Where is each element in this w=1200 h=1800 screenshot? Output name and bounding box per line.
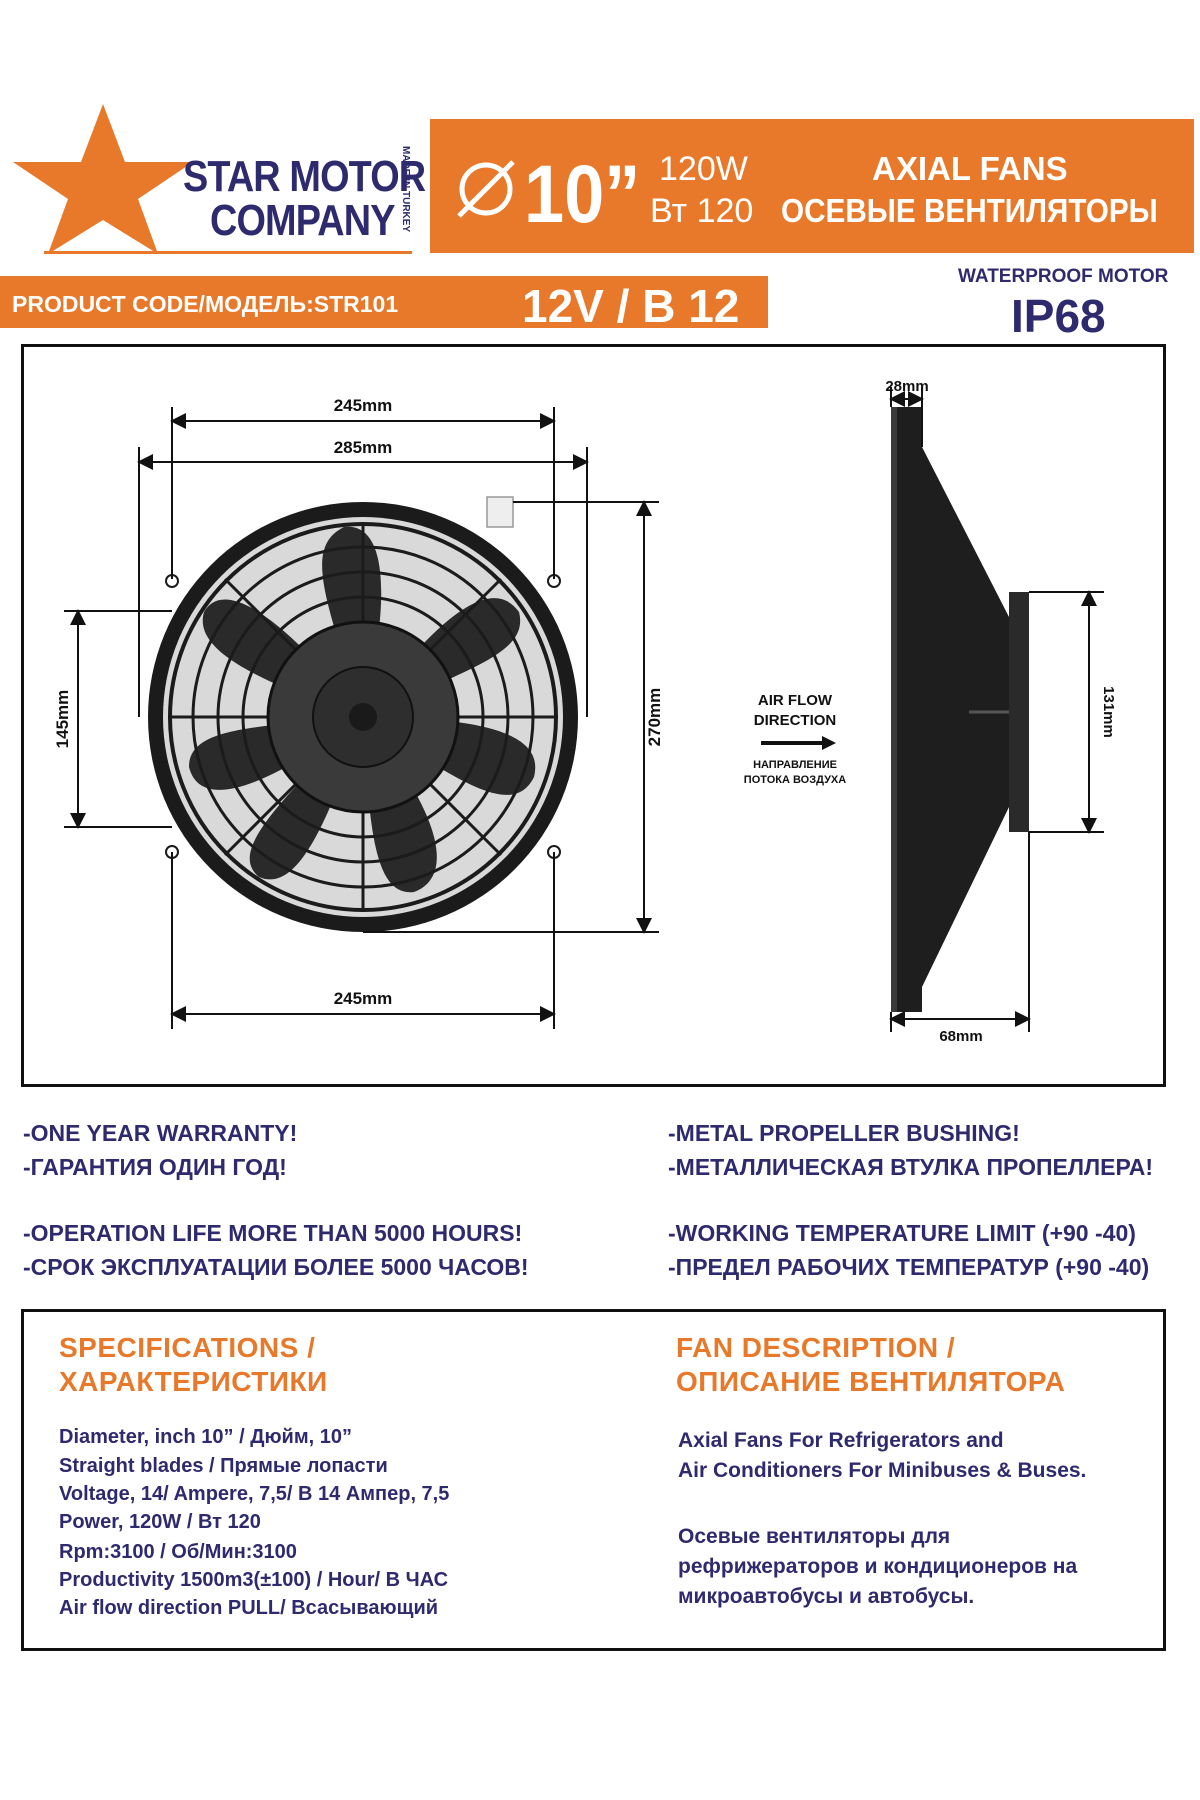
fan-front-view bbox=[148, 496, 578, 932]
description-line-ru: микроавтобусы и автобусы. bbox=[678, 1585, 975, 1608]
description-line-en: Axial Fans For Refrigerators and bbox=[678, 1429, 1004, 1452]
description-line-en: Air Conditioners For Minibuses & Buses. bbox=[678, 1459, 1087, 1482]
specs-title-ru: ХАРАКТЕРИСТИКИ bbox=[59, 1366, 328, 1397]
airflow-ru-2: ПОТОКА ВОЗДУХА bbox=[744, 774, 846, 786]
product-code-banner bbox=[0, 276, 768, 328]
airflow-en-1: AIR FLOW bbox=[758, 692, 833, 709]
ip-rating: IP68 bbox=[1011, 290, 1106, 342]
technical-drawing: 245mm 285mm 245mm 145mm 270mm AIR FLOW D… bbox=[21, 344, 1166, 1087]
feature-temp-ru: -ПРЕДЕЛ РАБОЧИХ ТЕМПЕРАТУР (+90 -40) bbox=[668, 1254, 1150, 1280]
dim-outer: 285mm bbox=[334, 438, 393, 457]
description-title-en: FAN DESCRIPTION / bbox=[676, 1332, 956, 1363]
description-line-ru: Осевые вентиляторы для bbox=[678, 1525, 951, 1548]
type-ru: ОСЕВЫЕ ВЕНТИЛЯТОРЫ bbox=[781, 192, 1158, 229]
brand-name-line1: STAR MOTOR bbox=[183, 152, 426, 201]
power-en: 120W bbox=[659, 150, 748, 188]
product-title-banner bbox=[430, 119, 1194, 253]
power-ru: Вт 120 bbox=[650, 192, 754, 230]
dim-right: 270mm bbox=[645, 688, 664, 747]
dim-motor: 131mm bbox=[1100, 686, 1117, 738]
front-dimension-lines bbox=[64, 407, 659, 1029]
spec-line: Rpm:3100 / Об/Мин:3100 bbox=[59, 1541, 297, 1563]
product-code: PRODUCT CODE/МОДЕЛЬ:STR101 bbox=[12, 291, 399, 317]
voltage-label: 12V / B 12 bbox=[522, 280, 740, 332]
brand-name-line2: COMPANY bbox=[210, 196, 395, 245]
dim-top: 245mm bbox=[334, 396, 393, 415]
brand-underline bbox=[44, 251, 412, 254]
spec-line: Voltage, 14/ Ampere, 7,5/ В 14 Ампер, 7,… bbox=[59, 1483, 450, 1505]
dim-left: 145mm bbox=[53, 690, 72, 749]
star-logo-icon bbox=[13, 104, 193, 254]
side-dimension-lines bbox=[889, 387, 1104, 1032]
spec-line: Productivity 1500m3(±100) / Hour/ В ЧАС bbox=[59, 1569, 449, 1591]
type-en: AXIAL FANS bbox=[872, 150, 1068, 187]
drawing-canvas: 245mm 285mm 245mm 145mm 270mm AIR FLOW D… bbox=[53, 378, 1117, 1045]
feature-bushing-ru: -МЕТАЛЛИЧЕСКАЯ ВТУЛКА ПРОПЕЛЛЕРА! bbox=[668, 1154, 1154, 1180]
specs-title-en: SPECIFICATIONS / bbox=[59, 1332, 316, 1363]
feature-warranty-en: -ONE YEAR WARRANTY! bbox=[23, 1120, 298, 1146]
feature-life-ru: -СРОК ЭКСПЛУАТАЦИИ БОЛЕЕ 5000 ЧАСОВ! bbox=[23, 1254, 529, 1280]
description-line-ru: рефрижераторов и кондиционеров на bbox=[678, 1555, 1078, 1578]
airflow-ru-1: НАПРАВЛЕНИЕ bbox=[753, 759, 837, 771]
spec-line: Power, 120W / Вт 120 bbox=[59, 1511, 261, 1533]
feature-warranty-ru: -ГАРАНТИЯ ОДИН ГОД! bbox=[23, 1154, 287, 1180]
feature-temp-en: -WORKING TEMPERATURE LIMIT (+90 -40) bbox=[668, 1220, 1136, 1246]
arrow-right-icon bbox=[822, 736, 836, 750]
diameter-icon bbox=[457, 160, 515, 218]
airflow-en-2: DIRECTION bbox=[754, 712, 837, 729]
dim-depth-bottom: 68mm bbox=[939, 1028, 982, 1045]
description-title-ru: ОПИСАНИЕ ВЕНТИЛЯТОРА bbox=[676, 1366, 1066, 1397]
specifications-box bbox=[21, 1309, 1166, 1651]
feature-life-en: -OPERATION LIFE MORE THAN 5000 HOURS! bbox=[23, 1220, 523, 1246]
made-in-label: MADE IN TURKEY bbox=[400, 146, 411, 233]
spec-line: Straight blades / Прямые лопасти bbox=[59, 1455, 388, 1477]
airflow-indicator: AIR FLOW DIRECTION НАПРАВЛЕНИЕ ПОТОКА ВО… bbox=[744, 692, 846, 786]
dim-bottom: 245mm bbox=[334, 989, 393, 1008]
dim-depth-top: 28mm bbox=[885, 378, 928, 395]
waterproof-label: WATERPROOF MOTOR bbox=[958, 266, 1169, 287]
feature-bushing-en: -METAL PROPELLER BUSHING! bbox=[668, 1120, 1020, 1146]
spec-line: Diameter, inch 10” / Дюйм, 10” bbox=[59, 1426, 352, 1448]
fan-side-view bbox=[891, 407, 1029, 1012]
fan-size: 10” bbox=[524, 149, 641, 240]
spec-line: Air flow direction PULL/ Всасывающий bbox=[59, 1597, 439, 1619]
